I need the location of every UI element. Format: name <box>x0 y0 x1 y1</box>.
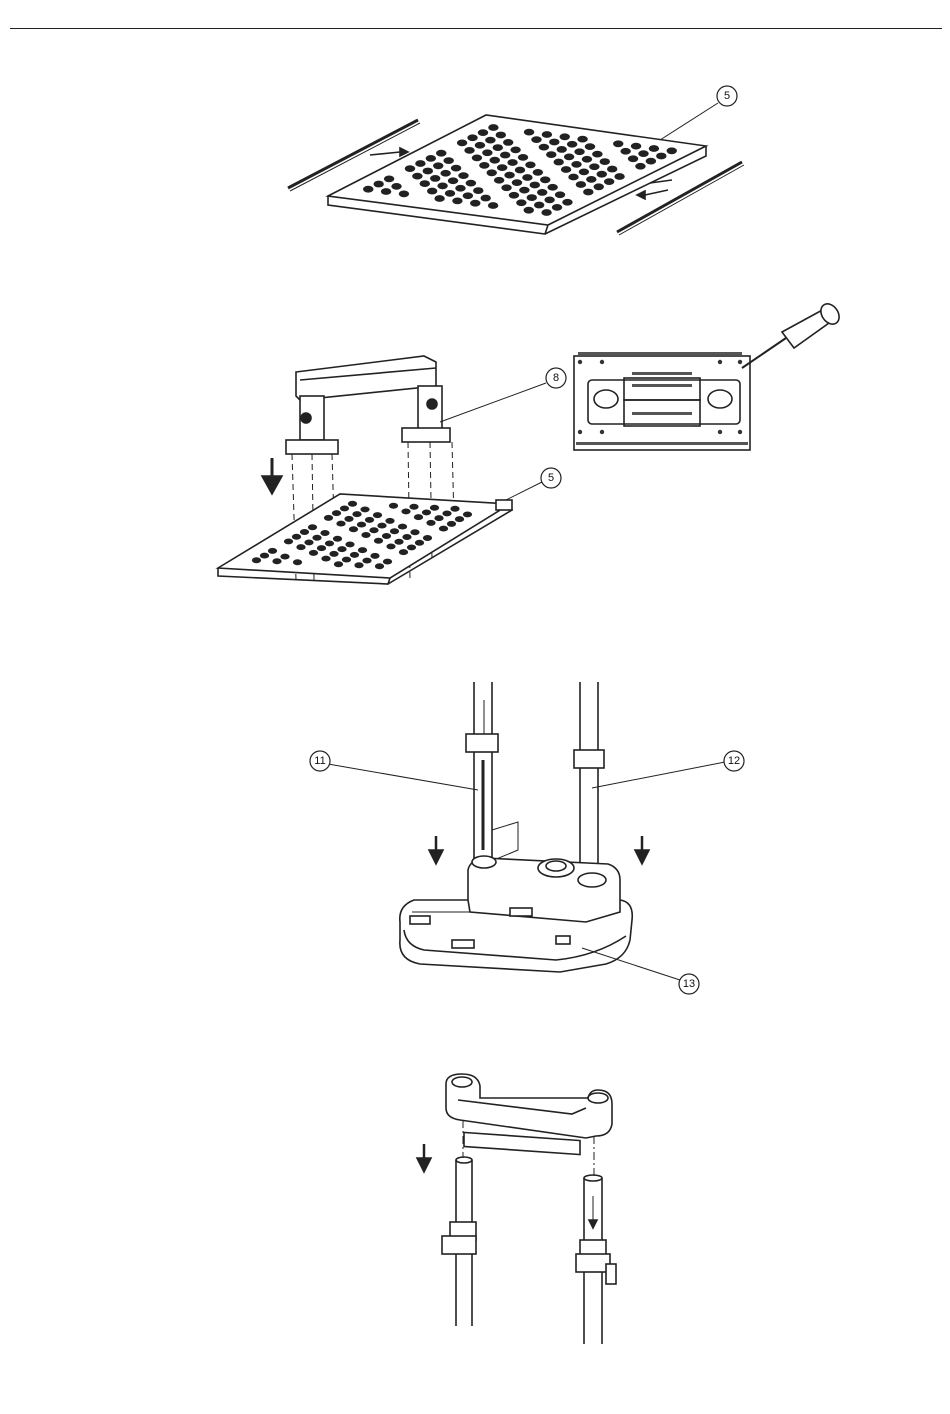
step-4-illustration <box>0 0 950 1414</box>
manual-page: 5 <box>0 0 950 1414</box>
